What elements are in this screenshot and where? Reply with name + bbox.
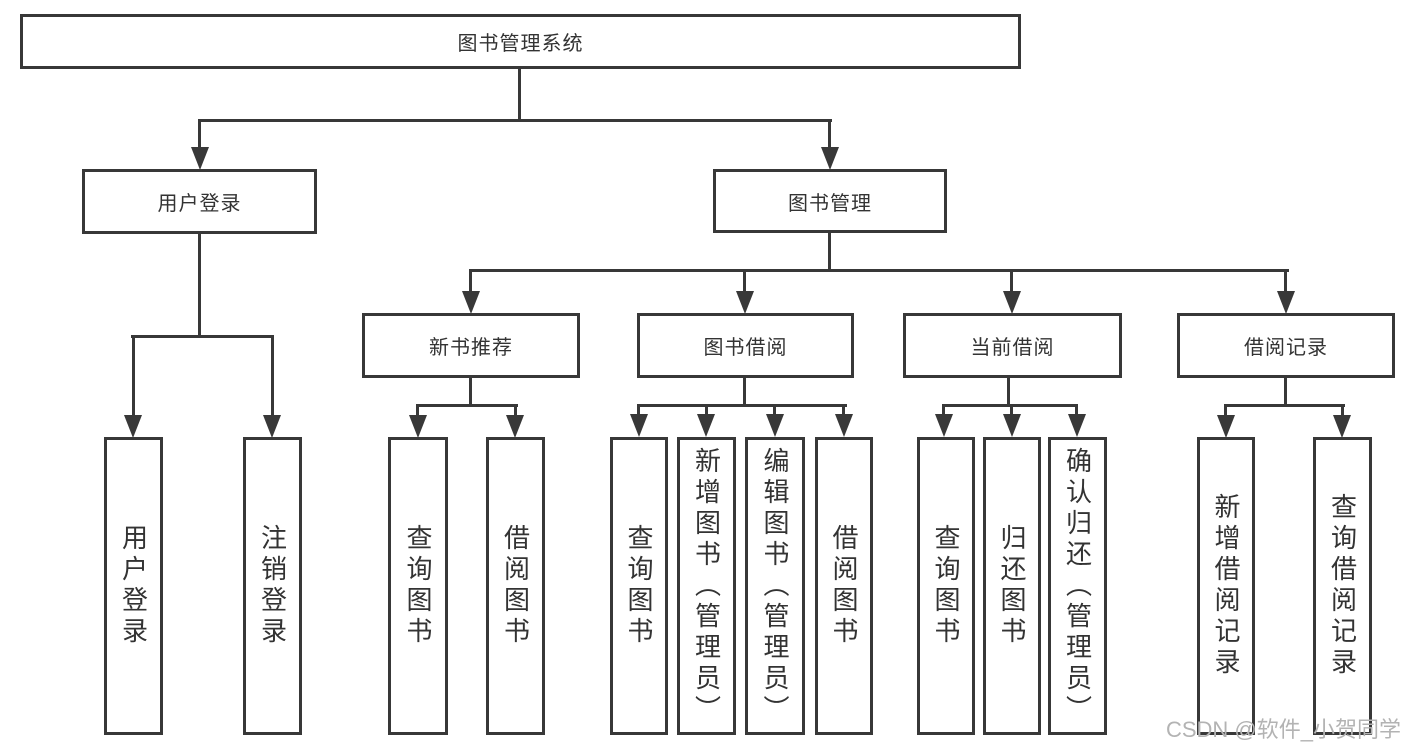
connector-line — [1284, 269, 1287, 295]
connector-line — [271, 335, 274, 420]
node-label: 编辑图书（管理员） — [760, 446, 790, 726]
node-label: 归还图书 — [997, 524, 1027, 648]
arrow-down-icon — [409, 415, 427, 438]
connector-line — [1010, 404, 1013, 420]
arrow-down-icon — [1277, 291, 1295, 314]
node-label: 借阅图书 — [500, 524, 531, 648]
node-label: 用户登录 — [157, 193, 242, 215]
arrow-down-icon — [124, 415, 142, 438]
leaf-borrow-books: 借阅图书 — [815, 437, 873, 735]
node-library-management-system: 图书管理系统 — [20, 14, 1021, 69]
arrow-down-icon — [1003, 291, 1021, 314]
node-user-login: 用户登录 — [82, 169, 317, 234]
connector-line — [131, 335, 274, 338]
leaf-query-books-current: 查询图书 — [917, 437, 975, 735]
node-label: 用户登录 — [118, 524, 149, 648]
node-label: 当前借阅 — [970, 337, 1055, 359]
node-label: 新书推荐 — [429, 337, 513, 359]
connector-line — [1284, 377, 1287, 407]
connector-line — [1007, 377, 1010, 407]
node-label: 图书借阅 — [703, 337, 788, 359]
connector-line — [469, 269, 472, 295]
connector-line — [198, 233, 201, 337]
node-label: 注销登录 — [257, 524, 288, 648]
arrow-down-icon — [462, 291, 480, 314]
node-label: 查询借阅记录 — [1327, 493, 1358, 679]
arrow-down-icon — [191, 147, 209, 170]
arrow-down-icon — [736, 291, 754, 314]
connector-line — [942, 404, 945, 420]
arrow-down-icon — [1333, 415, 1351, 438]
connector-line — [1224, 404, 1345, 407]
node-new-book-recommend: 新书推荐 — [362, 313, 580, 378]
arrow-down-icon — [1217, 415, 1235, 438]
leaf-logout: 注销登录 — [243, 437, 302, 735]
node-label: 图书管理系统 — [457, 33, 584, 55]
arrow-down-icon — [835, 414, 853, 437]
arrow-down-icon — [697, 414, 715, 437]
connector-line — [743, 269, 746, 295]
connector-line — [1224, 404, 1227, 421]
node-book-borrowing: 图书借阅 — [637, 313, 854, 378]
leaf-edit-books-admin: 编辑图书（管理员） — [745, 437, 805, 735]
node-current-borrowing: 当前借阅 — [903, 313, 1122, 378]
connector-line — [198, 119, 832, 122]
connector-line — [518, 69, 521, 122]
node-label: 新增借阅记录 — [1211, 493, 1241, 679]
connector-line — [773, 404, 776, 420]
leaf-return-books: 归还图书 — [983, 437, 1041, 735]
node-book-management: 图书管理 — [713, 169, 947, 233]
leaf-query-borrow-record: 查询借阅记录 — [1313, 437, 1372, 735]
node-label: 查询图书 — [931, 524, 961, 648]
connector-line — [416, 404, 419, 420]
connector-line — [1341, 404, 1344, 421]
node-borrowing-records: 借阅记录 — [1177, 313, 1395, 378]
node-label: 图书管理 — [788, 192, 872, 215]
connector-line — [469, 377, 472, 407]
connector-line — [705, 404, 708, 420]
arrow-down-icon — [766, 414, 784, 437]
node-label: 确认归还（管理员） — [1062, 446, 1093, 726]
arrow-down-icon — [506, 415, 524, 438]
arrow-down-icon — [263, 415, 281, 438]
arrow-down-icon — [821, 147, 839, 170]
arrow-down-icon — [935, 414, 953, 437]
connector-line — [514, 404, 517, 420]
connector-line — [198, 119, 201, 151]
connector-line — [842, 404, 845, 420]
leaf-add-borrow-record: 新增借阅记录 — [1197, 437, 1255, 735]
connector-line — [637, 404, 847, 407]
connector-line — [469, 269, 1289, 272]
node-label: 查询图书 — [403, 524, 433, 648]
connector-line — [828, 232, 831, 272]
connector-line — [1010, 269, 1013, 295]
leaf-add-books-admin: 新增图书（管理员） — [677, 437, 736, 735]
arrow-down-icon — [630, 414, 648, 437]
arrow-down-icon — [1068, 414, 1086, 437]
connector-line — [416, 404, 518, 407]
csdn-watermark: CSDN @软件_小贺同学 — [1165, 717, 1401, 742]
leaf-query-books-recommend: 查询图书 — [388, 437, 448, 735]
leaf-confirm-return-admin: 确认归还（管理员） — [1048, 437, 1107, 735]
node-label: 借阅图书 — [829, 524, 859, 648]
arrow-down-icon — [1003, 414, 1021, 437]
leaf-query-books-borrowing: 查询图书 — [610, 437, 668, 735]
connector-line — [637, 404, 640, 420]
connector-line — [828, 119, 831, 151]
connector-line — [743, 377, 746, 407]
node-label: 查询图书 — [624, 524, 654, 648]
connector-line — [132, 335, 135, 420]
leaf-borrow-books-recommend: 借阅图书 — [486, 437, 545, 735]
node-label: 借阅记录 — [1244, 337, 1328, 359]
connector-line — [1075, 404, 1078, 420]
leaf-user-login: 用户登录 — [104, 437, 163, 735]
node-label: 新增图书（管理员） — [691, 446, 722, 726]
